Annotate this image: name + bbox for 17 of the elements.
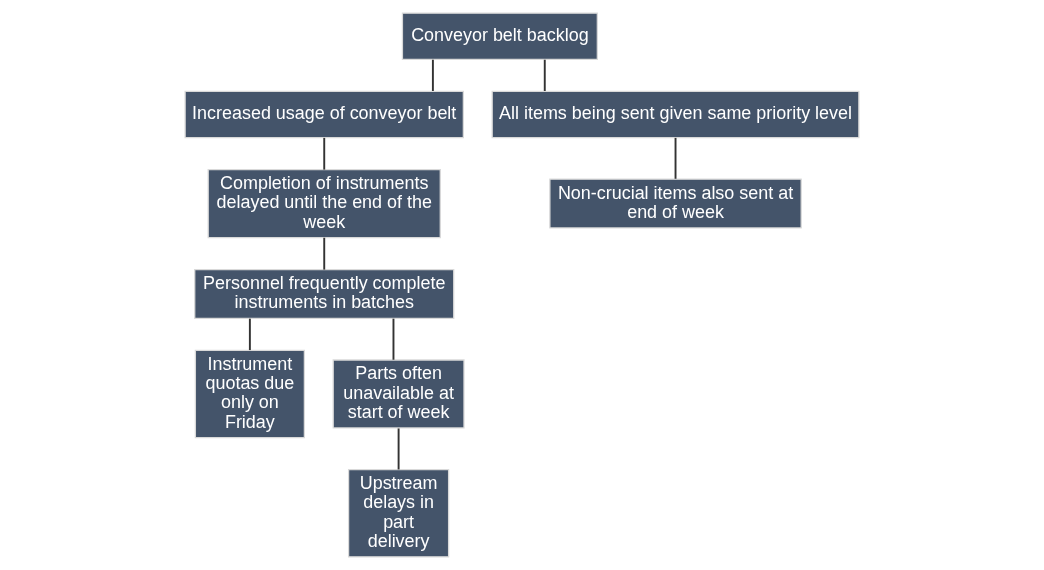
node-box: All items being sent given same priority level bbox=[491, 90, 860, 139]
node-box: Upstream delays in part delivery bbox=[347, 469, 450, 558]
node-box: Conveyor belt backlog bbox=[401, 12, 598, 60]
connector bbox=[397, 427, 400, 471]
connector bbox=[248, 317, 251, 352]
connector bbox=[323, 136, 326, 171]
node-box: Parts often unavailable at start of week bbox=[332, 359, 465, 429]
connector bbox=[323, 236, 326, 271]
node-box: Personnel frequently complete instruments in batches bbox=[194, 268, 455, 319]
node-box: Completion of instruments delayed until the end of the week bbox=[207, 168, 441, 239]
connector bbox=[431, 58, 434, 92]
connector bbox=[392, 317, 395, 361]
node-box: Non-crucial items also sent at end of week bbox=[549, 178, 802, 229]
connector bbox=[543, 58, 546, 92]
node-box: Instrument quotas due only on Friday bbox=[194, 349, 305, 439]
node-box: Increased usage of conveyor belt bbox=[184, 90, 464, 139]
connector bbox=[674, 136, 677, 180]
